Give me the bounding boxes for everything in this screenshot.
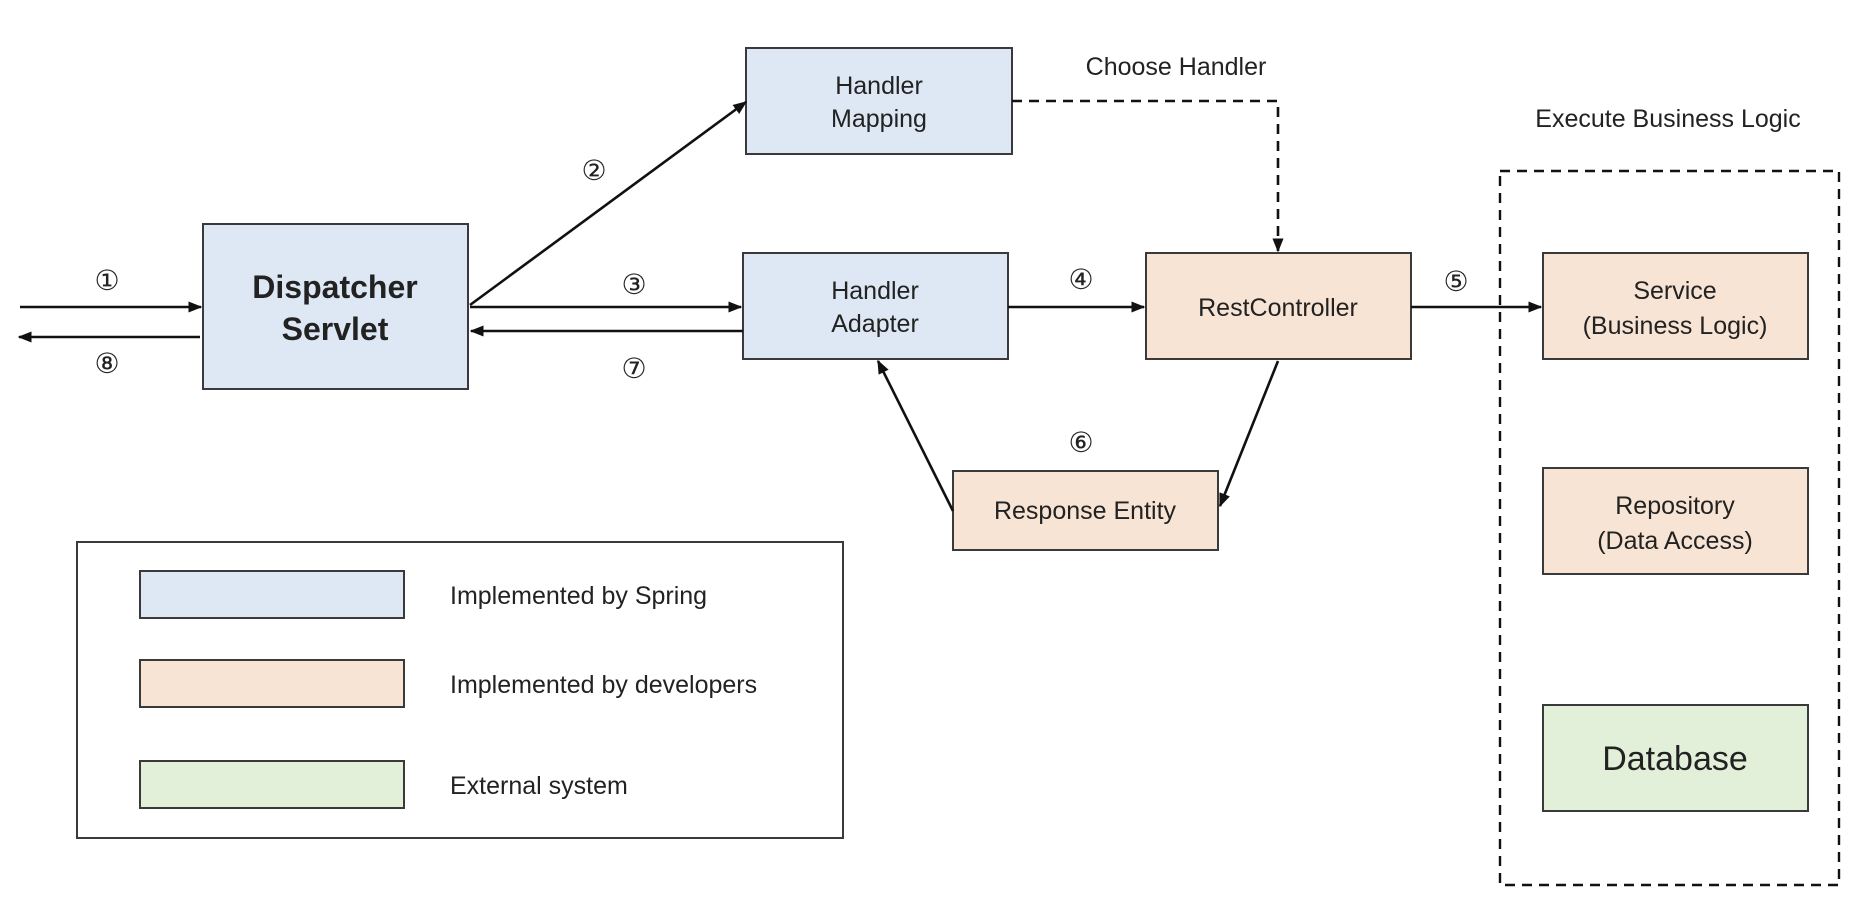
step-2-marker: ② [581, 154, 606, 187]
dispatcher-servlet-node: Dispatcher Servlet [202, 223, 469, 390]
arrow-step-6-response-to-adapter [876, 359, 955, 512]
response-entity-node: Response Entity [952, 470, 1219, 551]
handler-adapter-label-line2: Adapter [831, 310, 919, 338]
database-node: Database [1542, 704, 1809, 812]
arrow-step-2-to-handler-mapping [469, 100, 748, 307]
database-label: Database [1602, 740, 1748, 778]
handler-mapping-label-line2: Mapping [831, 105, 927, 133]
dispatcher-servlet-label-line1: Dispatcher [252, 269, 417, 305]
step-7-marker: ⑦ [621, 352, 646, 385]
handler-adapter-node: Handler Adapter [742, 252, 1009, 360]
legend: Implemented by Spring Implemented by dev… [76, 541, 844, 839]
arrow-choose-handler-dashed [1012, 99, 1284, 253]
legend-swatch-external [139, 760, 405, 809]
service-label-line1: Service [1633, 277, 1716, 305]
legend-label-spring: Implemented by Spring [450, 582, 707, 610]
arrow-controller-to-response-entity [1218, 360, 1280, 508]
response-entity-label: Response Entity [994, 497, 1177, 525]
handler-mapping-label-line1: Handler [835, 72, 923, 100]
step-4-marker: ④ [1068, 263, 1093, 296]
handler-mapping-node: Handler Mapping [745, 47, 1013, 155]
step-8-marker: ⑧ [94, 347, 119, 380]
handler-adapter-label-line1: Handler [831, 277, 919, 305]
rest-controller-node: RestController [1145, 252, 1412, 360]
legend-label-external: External system [450, 772, 628, 800]
repository-label-line1: Repository [1615, 492, 1735, 520]
step-6-marker: ⑥ [1068, 426, 1093, 459]
legend-label-developer: Implemented by developers [450, 671, 757, 699]
step-5-marker: ⑤ [1443, 265, 1468, 298]
step-1-marker: ① [94, 264, 119, 297]
service-label-line2: (Business Logic) [1583, 312, 1768, 340]
choose-handler-label: Choose Handler [1086, 53, 1267, 81]
legend-swatch-spring [139, 570, 405, 619]
service-node: Service (Business Logic) [1542, 252, 1809, 360]
dispatcher-servlet-label-line2: Servlet [282, 311, 389, 347]
repository-label-line2: (Data Access) [1597, 527, 1753, 555]
execute-business-logic-label: Execute Business Logic [1535, 105, 1800, 133]
legend-swatch-developer [139, 659, 405, 708]
repository-node: Repository (Data Access) [1542, 467, 1809, 575]
step-3-marker: ③ [621, 268, 646, 301]
rest-controller-label: RestController [1198, 294, 1358, 322]
